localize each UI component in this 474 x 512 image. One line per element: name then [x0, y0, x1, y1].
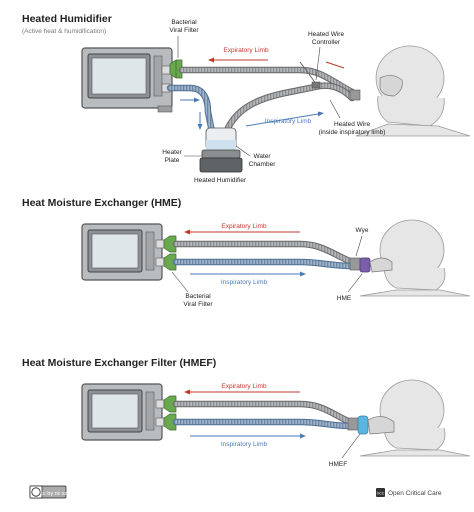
endotracheal-tube: [369, 257, 393, 273]
heater-plate: [201, 149, 241, 159]
bacterial-filter-label-2: Viral Filter: [169, 27, 199, 34]
heated-wire-controller-label: Heated Wire: [308, 31, 345, 38]
brand-name: Open Critical Care: [388, 490, 442, 497]
wye-connector: [349, 89, 361, 101]
face-mask: [367, 416, 395, 435]
wye-label: Wye: [356, 227, 369, 234]
expiratory-limb-label: Expiratory Limb: [221, 223, 267, 230]
patient-head: [359, 379, 471, 457]
section-subtitle: (Active heat & humidification): [22, 28, 106, 35]
water-chamber-label-2: Chamber: [249, 161, 277, 168]
heated-wire-label-2: (inside inspiratory limb): [319, 129, 386, 136]
water-chamber-label: Water: [253, 153, 271, 160]
expiratory-limb-label: Expiratory Limb: [221, 383, 267, 390]
wye-connector: [349, 257, 361, 271]
license-badge-text: cc by nc sa: [40, 491, 68, 497]
heated-humidifier: [199, 127, 243, 173]
ventilator: [81, 47, 173, 113]
brand-logo: [376, 488, 385, 497]
bacterial-filter: [163, 235, 177, 271]
patient-head: [355, 45, 471, 137]
heated-wire-controller-label-2: Controller: [312, 39, 341, 46]
heated-wire-controller: [311, 81, 321, 89]
heated-humidifier-label: Heated Humidifier: [194, 177, 247, 184]
inspiratory-flow-arrow: [245, 113, 319, 127]
ventilator: [81, 383, 163, 441]
heater-plate-label-2: Plate: [165, 157, 180, 164]
bacterial-filter-label-2: Viral Filter: [183, 301, 213, 308]
ventilator: [81, 223, 163, 281]
expiratory-limb-label: Expiratory Limb: [223, 47, 269, 54]
section-title: Heat Moisture Exchanger (HME): [22, 197, 181, 209]
section-hme: Heat Moisture Exchanger (HME): [22, 197, 471, 308]
hme-device: [359, 257, 371, 273]
face-mask: [379, 75, 403, 97]
expiratory-port: [161, 65, 171, 75]
bacterial-filter: [169, 59, 183, 79]
license-badge: cc by nc sa: [29, 485, 69, 499]
hmef-device: [357, 415, 369, 435]
brand: OCC Open Critical Care: [376, 488, 442, 497]
patient-head: [359, 219, 471, 297]
bacterial-filter-label: Bacterial: [185, 293, 211, 300]
inspiratory-limb-label: Inspiratory Limb: [265, 118, 312, 125]
section-hmef: Heat Moisture Exchanger Filter (HMEF): [22, 357, 471, 468]
bacterial-filter-label: Bacterial: [171, 19, 197, 26]
inspiratory-limb-label: Inspiratory Limb: [221, 279, 268, 286]
hme-label: HME: [337, 295, 352, 302]
bacterial-filter: [163, 395, 177, 431]
wye-connector: [347, 417, 359, 431]
inspiratory-limb-label: Inspiratory Limb: [221, 441, 268, 448]
section-title: Heated Humidifier: [22, 13, 112, 25]
hmef-label: HMEF: [329, 461, 347, 468]
heated-wire-label: Heated Wire: [334, 121, 371, 128]
brand-logo-text: OCC: [377, 492, 385, 496]
heater-plate-label: Heater: [162, 149, 182, 156]
section-heated-humidifier: Heated Humidifier (Active heat & humidif…: [22, 13, 471, 184]
section-title: Heat Moisture Exchanger Filter (HMEF): [22, 357, 216, 369]
